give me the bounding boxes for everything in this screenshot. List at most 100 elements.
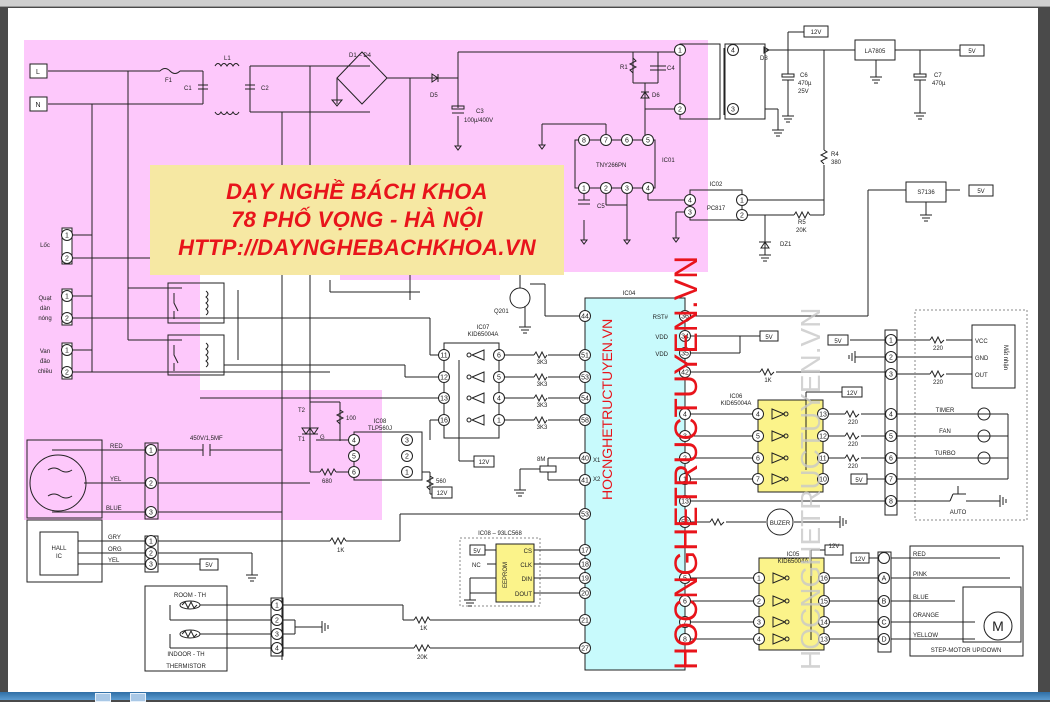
ic04-pin xyxy=(679,330,691,342)
load-fan-label-1: Quạt xyxy=(38,296,51,302)
x1-label: X1 xyxy=(593,458,601,464)
ic05-pin xyxy=(818,633,830,645)
thermistor-title: THERMISTOR xyxy=(166,664,206,670)
ic04-pin xyxy=(579,587,591,599)
input-N-label: N xyxy=(35,102,40,109)
wire-yel-label: YEL xyxy=(110,477,122,483)
load-fan-label-2: dàn xyxy=(40,306,50,312)
ic04-pin-label: 13 xyxy=(681,499,689,506)
auto-button-label[interactable]: AUTO xyxy=(950,510,967,516)
ic08-opto-name: IC08 xyxy=(374,419,387,425)
fan-motor-pin xyxy=(145,477,157,489)
ic06-pin xyxy=(817,452,829,464)
display-connector-pin xyxy=(885,495,897,507)
diode-icon xyxy=(431,73,439,83)
load-pin xyxy=(61,312,73,324)
eeprom-name: IC08 – 93LC568 xyxy=(478,531,522,537)
indoor-th-label: INDOOR - TH xyxy=(167,652,204,658)
ic05-pin-label: 2 xyxy=(757,599,761,606)
d8-label: D8 xyxy=(760,56,768,62)
ic07-part: KID65004A xyxy=(468,332,499,338)
eeprom-clk: CLK xyxy=(520,563,532,569)
ic02-pin-label: 1 xyxy=(740,198,744,205)
components xyxy=(47,46,991,653)
ic07-r1: 3K3 xyxy=(537,360,548,366)
vdd-5v-label: 5V xyxy=(765,335,772,341)
ic02-pin-label: 2 xyxy=(740,213,744,220)
stepper-title: STEP-MOTOR UP/DOWN xyxy=(931,648,1002,654)
buffer-gates xyxy=(466,349,790,645)
ic08-opto-pin-label: 1 xyxy=(405,470,409,477)
banner-line-2: 78 PHỐ VỌNG - HÀ NỘI xyxy=(231,207,483,232)
ic06-pin xyxy=(752,473,764,485)
ic07-pin xyxy=(438,371,450,383)
ic02-pin xyxy=(736,209,748,221)
ic01-pin xyxy=(621,182,633,194)
ic01-part: TNY266PN xyxy=(596,163,626,169)
ic04-pin-label: 20 xyxy=(581,591,589,598)
hall-pin xyxy=(145,558,157,570)
choke-icon xyxy=(214,63,240,67)
eeprom-5v-label: 5V xyxy=(473,549,480,555)
display-connector-pin-label: 2 xyxy=(889,355,893,362)
ic05-12v-label: 12V xyxy=(829,544,840,550)
banner-line-3[interactable]: HTTP://DAYNGHEBACHKHOA.VN xyxy=(178,235,536,260)
display-connector-pin xyxy=(885,334,897,346)
c7-value: 470µ xyxy=(932,81,946,87)
ic05-part: KID65004A xyxy=(778,559,809,565)
display-connector-pin xyxy=(885,351,897,363)
ic08-opto-pin xyxy=(401,466,413,478)
stepper-pin-label: C xyxy=(881,620,886,627)
ic08-opto-pin-label: 4 xyxy=(352,438,356,445)
room-th-label: ROOM - TH xyxy=(174,593,206,599)
ic01-pin-label: 4 xyxy=(646,186,650,193)
th-r2-label: 20K xyxy=(417,655,428,661)
d5-label: D5 xyxy=(430,93,438,99)
load-pin xyxy=(61,290,73,302)
wire-blue-label: BLUE xyxy=(106,506,122,512)
ic04-pin-label: 4 xyxy=(683,412,687,419)
thermistor-pin xyxy=(271,599,283,611)
ic08-opto-pin-label: 2 xyxy=(405,454,409,461)
ic07-pin xyxy=(493,349,505,361)
banner-line-1: DẠY NGHỀ BÁCH KHOA xyxy=(226,179,488,204)
display-connector-pin-label: 6 xyxy=(889,456,893,463)
wires xyxy=(26,31,1028,672)
ic07-pin-label: 11 xyxy=(440,353,447,360)
eeprom-din: DIN xyxy=(522,577,532,583)
l1-label: L1 xyxy=(224,56,231,62)
c6-label: C6 xyxy=(800,73,808,79)
ic07-pin xyxy=(438,392,450,404)
triac-g-label: G xyxy=(320,435,325,441)
c5-label: C5 xyxy=(597,204,605,210)
transformer-pin-label: 4 xyxy=(731,48,735,55)
hall-pin-label: 1 xyxy=(149,539,153,546)
run-cap-label: 450V/1,5MF xyxy=(190,436,223,442)
transformer-pin xyxy=(727,103,739,115)
watermark-red-large: HOCNGHETRUCTUYEN.VN xyxy=(668,256,704,670)
ic08-opto-pin xyxy=(401,434,413,446)
ic07-r2: 3K3 xyxy=(537,382,548,388)
ic04-pin-label: 53 xyxy=(581,375,589,382)
watermark-gray: HOCNGHETRUCTUYEN.VN xyxy=(795,308,826,670)
ic04-pin-label: 6 xyxy=(683,599,687,606)
ic04-pin xyxy=(579,474,591,486)
ic04-pin-label: 5 xyxy=(683,576,687,583)
th-r1-label: 1K xyxy=(420,626,427,632)
ic05-pin xyxy=(753,595,765,607)
led-icon xyxy=(977,407,991,421)
ic04-pin xyxy=(679,452,691,464)
buzzer-icon xyxy=(766,508,794,536)
stepper-pin xyxy=(878,595,890,607)
ic07-pin xyxy=(493,392,505,404)
opto-12v-label: 12V xyxy=(437,491,448,497)
display-connector-pin xyxy=(885,452,897,464)
voltage-tags xyxy=(29,25,994,571)
watermark-red-small: HOCNGHETRUCTUYEN.VN xyxy=(599,319,615,500)
ic06-pin xyxy=(817,473,829,485)
c1-label: C1 xyxy=(184,86,192,92)
ic05-pin xyxy=(753,633,765,645)
ic04-pin xyxy=(579,452,591,464)
thermistor-pin-label: 3 xyxy=(275,632,279,639)
ic01-name: IC01 xyxy=(662,158,675,164)
